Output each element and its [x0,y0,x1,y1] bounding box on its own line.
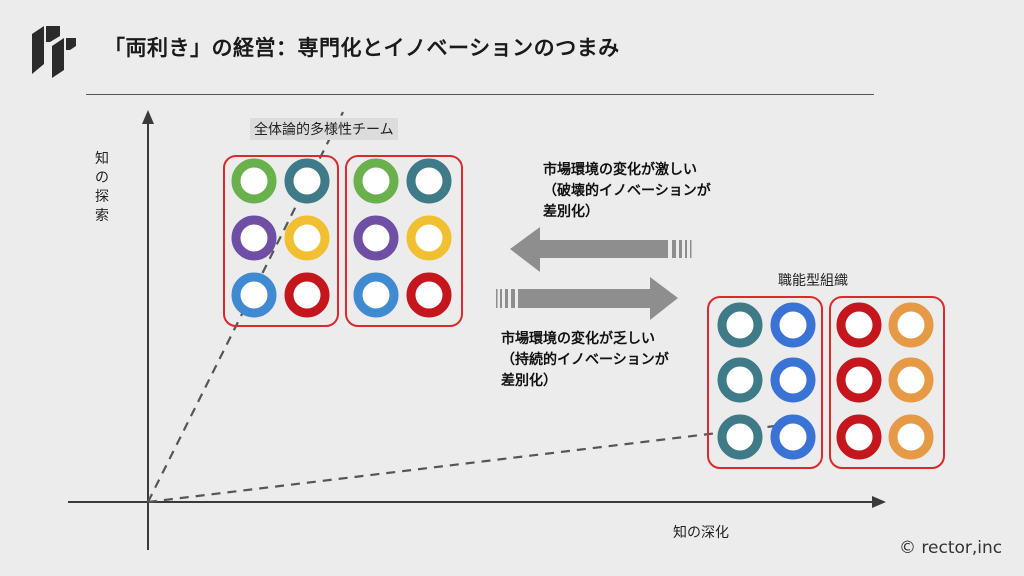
x-axis-label: 知の深化 [673,525,729,541]
y-axis-label: 知の探索 [95,151,109,224]
member-circle-purple [353,215,399,261]
volatile-market-note: 市場環境の変化が激しい （破壊的イノベーションが 差別化） [543,160,711,223]
exploitation-dashed-line [147,424,776,504]
note-line: 差別化） [543,204,599,220]
member-circle-teal [284,158,330,204]
member-circle-blue [770,302,816,348]
member-circle-orange [888,357,934,403]
member-circle-blue [770,414,816,460]
left-arrow [510,227,692,272]
member-circle-teal [717,302,763,348]
member-circle-blue [770,357,816,403]
functional-org-frame-2 [829,296,945,469]
member-circle-teal [717,414,763,460]
diverse-team-frame-2 [345,155,463,327]
member-circle-red [836,357,882,403]
exploration-dashed-line [147,111,344,503]
member-circle-purple [231,215,277,261]
member-circle-blue [353,272,399,318]
note-line: 差別化） [501,373,557,389]
member-circle-red [836,414,882,460]
member-circle-orange [888,302,934,348]
member-circle-orange [888,414,934,460]
right-arrow [496,277,678,320]
member-circle-teal [406,158,452,204]
diverse-team-label: 全体論的多様性チーム [250,118,398,140]
member-circle-blue [231,272,277,318]
copyright: © rector,inc [899,538,1003,558]
member-circle-teal [717,357,763,403]
member-circle-yellow [284,215,330,261]
functional-org-frame-1 [707,296,823,469]
member-circle-green [353,158,399,204]
note-line: 市場環境の変化が乏しい [501,331,655,347]
functional-org-label: 職能型組織 [778,273,848,289]
y-axis-arrowhead [142,110,154,124]
member-circle-red [284,272,330,318]
diverse-team-frame-1 [223,155,339,327]
page-title: 「両利き」の経営：専門化とイノベーションのつまみ [104,36,620,60]
note-line: （破壊的イノベーションが [543,183,711,199]
note-line: （持続的イノベーションが [501,352,669,368]
member-circle-red [836,302,882,348]
title-divider [86,94,874,95]
note-line: 市場環境の変化が激しい [543,162,697,178]
stable-market-note: 市場環境の変化が乏しい （持続的イノベーションが 差別化） [501,329,669,392]
x-axis-arrowhead [872,496,886,508]
member-circle-red [406,272,452,318]
member-circle-green [231,158,277,204]
rector-logo [32,26,76,78]
member-circle-yellow [406,215,452,261]
